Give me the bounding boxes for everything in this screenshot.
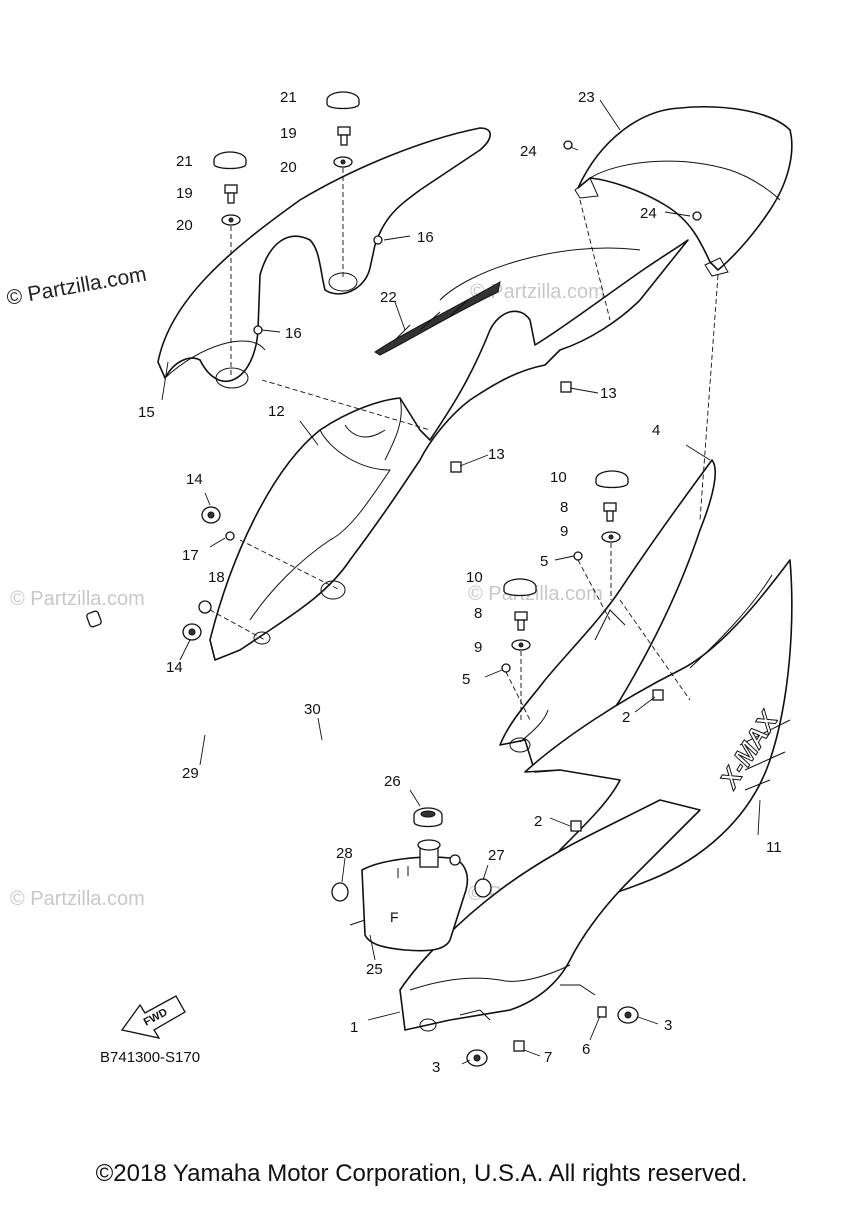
callout-22: 22 xyxy=(380,289,397,306)
callout-29: 29 xyxy=(182,765,199,782)
callout-24: 24 xyxy=(640,205,657,222)
hardware-clips xyxy=(450,381,664,832)
callout-3: 3 xyxy=(664,1017,672,1034)
part-23-tail-cover xyxy=(574,106,793,277)
callout-8: 8 xyxy=(474,605,482,622)
callout-24: 24 xyxy=(520,143,537,160)
callout-4: 4 xyxy=(652,422,660,439)
callout-6: 6 xyxy=(582,1041,590,1058)
fwd-direction-arrow: FWD xyxy=(120,995,186,1039)
callout-20: 20 xyxy=(176,217,193,234)
part-12-side-cover-left xyxy=(209,239,689,661)
part-26-cap xyxy=(413,807,443,828)
callout-21: 21 xyxy=(176,153,193,170)
hardware-bolts xyxy=(224,126,617,1052)
callout-12: 12 xyxy=(268,403,285,420)
callout-25: 25 xyxy=(366,961,383,978)
watermark-faint: © Partzilla.com xyxy=(10,588,145,610)
watermark-faint: © Partzilla.com xyxy=(470,281,605,303)
callout-5: 5 xyxy=(462,671,470,688)
callout-2: 2 xyxy=(622,709,630,726)
callout-30: 30 xyxy=(304,701,321,718)
callout-16: 16 xyxy=(417,229,434,246)
callout-15: 15 xyxy=(138,404,155,421)
callout-21: 21 xyxy=(280,89,297,106)
hardware-caps xyxy=(213,91,629,597)
callout-7: 7 xyxy=(544,1049,552,1066)
part-15-grab-rail xyxy=(157,127,491,389)
callout-labels: 21 21 19 19 20 20 16 16 15 23 24 24 22 1… xyxy=(138,89,782,1076)
callout-14: 14 xyxy=(186,471,203,488)
callout-9: 9 xyxy=(560,523,568,540)
callout-20: 20 xyxy=(280,159,297,176)
hardware-washers xyxy=(221,156,621,651)
tank-marking: F xyxy=(390,909,399,925)
leader-lines xyxy=(161,99,761,1065)
callout-23: 23 xyxy=(578,89,595,106)
callout-28: 28 xyxy=(336,845,353,862)
callout-10: 10 xyxy=(466,569,483,586)
callout-27: 27 xyxy=(488,847,505,864)
callout-5: 5 xyxy=(540,553,548,570)
callout-11: 11 xyxy=(766,839,782,856)
callout-2: 2 xyxy=(534,813,542,830)
part-1-lower-cover xyxy=(399,799,701,1032)
callout-3: 3 xyxy=(432,1059,440,1076)
callout-17: 17 xyxy=(182,547,199,564)
callout-1: 1 xyxy=(350,1019,358,1036)
part-22-emblem xyxy=(374,281,501,356)
callout-8: 8 xyxy=(560,499,568,516)
callout-19: 19 xyxy=(176,185,193,202)
watermark-main: © Partzilla.com xyxy=(5,263,148,310)
part-11-side-cover-right: X-MAX xyxy=(519,559,793,913)
callout-14: 14 xyxy=(166,659,183,676)
watermark-faint: © Partzilla.com xyxy=(468,583,603,605)
part-25-reservoir-tank: F xyxy=(349,839,469,952)
copyright-notice: ©2018 Yamaha Motor Corporation, U.S.A. A… xyxy=(95,1160,748,1187)
callout-13: 13 xyxy=(488,446,505,463)
callout-9: 9 xyxy=(474,639,482,656)
part-29-hose xyxy=(86,610,319,936)
watermark-faint: © Partzilla.com xyxy=(10,888,145,910)
callout-10: 10 xyxy=(550,469,567,486)
diagram-code: B741300-S170 xyxy=(100,1049,200,1066)
part-30-hose xyxy=(319,749,380,832)
callout-26: 26 xyxy=(384,773,401,790)
callout-18: 18 xyxy=(208,569,225,586)
hardware-grommets xyxy=(182,506,639,1067)
callout-19: 19 xyxy=(280,125,297,142)
callout-16: 16 xyxy=(285,325,302,342)
callout-13: 13 xyxy=(600,385,617,402)
